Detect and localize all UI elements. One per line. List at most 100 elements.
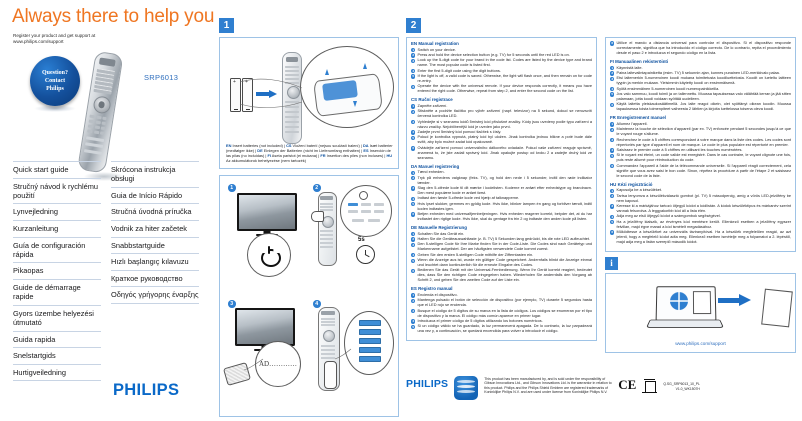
language-item: Vodnik za hiter začetek	[111, 221, 199, 238]
numeric-keys-callout	[344, 311, 394, 375]
panel-2: 2 EN Manual registration Switch on your …	[406, 18, 796, 353]
language-item: Stručná úvodná príručka	[111, 204, 199, 221]
step-item: Tryk på enhedens valgknap (feks. TV), og…	[411, 176, 592, 186]
remote-keypad-key	[87, 129, 93, 133]
language-title: Manuaalinen rekisteröinti	[615, 58, 669, 64]
step-item: Käytä laitetta yleiskaukosäätimellä. Jos…	[610, 102, 791, 112]
contact-philips-badge[interactable]: Question? Contact Philips	[30, 56, 80, 106]
cover-panel: Always there to help you Register your p…	[0, 0, 215, 421]
arrow-shaft	[718, 297, 741, 303]
step-item: Hvis lyset slukker, gemmes en gyldig kod…	[411, 202, 592, 212]
footer-philips-logo: PHILIPS	[406, 378, 449, 390]
language-title: Enregistrement manuel	[617, 115, 666, 121]
tv-stand	[263, 230, 271, 235]
device-key	[348, 210, 358, 214]
remote-keypad-key	[87, 124, 94, 128]
remote-button-row	[321, 324, 335, 326]
remote-button-row	[320, 238, 333, 240]
instructions-box-right: Utilice el mando a distancia universal p…	[605, 37, 796, 252]
caption-lang-code: FR	[320, 152, 326, 158]
step-item: Bedienen Sie das Gerät mit der Universal…	[411, 268, 592, 283]
step-item: Pokud je kontrolka vypnutá, platný kód b…	[411, 135, 592, 145]
step-item: Vyhledejte si v seznamu kódů 5místný kód…	[411, 120, 592, 130]
ce-mark-icon: CE	[618, 377, 637, 392]
language-item: Kurzanleitung	[13, 221, 101, 238]
power-bar	[267, 246, 271, 254]
remote-keypad-key	[93, 130, 99, 134]
step-item: Halten Sie die Geräteauswahltaste (z. B.…	[411, 237, 592, 242]
step-list: Allumez l'appareil. Maintenez la touche …	[610, 122, 791, 178]
remote-numeric-row	[321, 357, 335, 359]
remote-button-row	[285, 70, 299, 72]
step-item: Si un código válido se ha guardado, la l…	[411, 324, 592, 334]
caption-lang-text: Insertion des piles (non incluses) |	[325, 152, 387, 158]
language-item: Οδηγός γρήγορης έναρξης	[111, 287, 199, 304]
info-box: i w	[605, 256, 796, 353]
language-title: Registro manual	[418, 286, 453, 292]
globe-icon	[669, 291, 689, 310]
language-title: Kézi regisztráció	[617, 181, 653, 187]
step-list: Schalten Sie das Gerät ein. Halten Sie d…	[411, 232, 592, 284]
language-code: DA	[411, 163, 418, 169]
document-code-line-1: Q.SG_SRP6013_10_PL	[663, 382, 700, 386]
step-list: Tænd enheden. Tryk på enhedens valgknap …	[411, 170, 592, 222]
tv-brand-label: AD…………	[258, 360, 298, 368]
step-item: Schalten Sie das Gerät ein.	[411, 232, 592, 237]
caption-lang-code: EN	[226, 142, 232, 148]
step-item: Den 5-stelligen Code für Ihre Marke find…	[411, 242, 592, 252]
language-code: DE	[411, 225, 418, 231]
caption-lang-text: Isæt batterier (medfølger ikke) |	[226, 142, 393, 153]
remote-navigation-ring	[323, 330, 335, 342]
hand-illustration	[311, 211, 324, 222]
remote-keypad-key	[102, 116, 107, 120]
language-item: Snabbstartguide	[111, 238, 199, 255]
power-icon	[261, 246, 281, 267]
instructions-column-left: EN Manual registration Switch on your de…	[406, 37, 597, 353]
tv-screen	[239, 195, 295, 229]
language-section-hu: HU Kézi regisztráció Kapcsolja be a kész…	[610, 182, 791, 245]
remote-display	[286, 57, 298, 62]
badge-shadow	[34, 105, 76, 112]
register-text: Register your product and get support at…	[13, 33, 163, 45]
panel-1: 1	[219, 18, 399, 417]
device-key	[361, 203, 371, 207]
step-item: Maintenez la touche de sélection d'appar…	[610, 127, 791, 137]
remote-button-row	[320, 206, 333, 208]
setup-step-4: 4	[310, 297, 394, 411]
caption-lang-code: HU	[386, 152, 393, 158]
language-item: Gyors üzembe helyezési útmutató	[13, 306, 101, 332]
direction-arrow-icon	[363, 63, 367, 69]
step-item: Allumez l'appareil.	[610, 122, 791, 127]
remote-button-row	[321, 318, 335, 320]
support-url: www.philips.com/support	[675, 340, 726, 346]
language-section-cs: CS Ruční registrace Zapněte zařízení. St…	[411, 97, 592, 160]
insert-arrow-icon	[256, 90, 278, 98]
remote-shadow	[84, 172, 124, 181]
language-heading: DA Manuel registrering	[411, 164, 592, 170]
language-column-left: Quick start guide Stručný návod k rychlé…	[13, 161, 101, 382]
language-heading: FR Enregistrement manuel	[610, 115, 791, 121]
remote-button-row	[285, 116, 299, 118]
language-item: Guida rapida	[13, 332, 101, 349]
arrow-head	[739, 293, 751, 306]
philips-logo: PHILIPS	[113, 381, 180, 399]
language-code: ES	[411, 286, 417, 292]
language-section-fi: FI Manuaalinen rekisteröinti Käynnistä l…	[610, 59, 791, 112]
hand-illustration	[324, 361, 337, 389]
step-item: Utilice el mando a distancia universal p…	[610, 41, 791, 56]
caption-lang-text: Inserción de las pilas (no incluidas) |	[226, 147, 391, 158]
remote-button-row	[285, 106, 299, 108]
hold-duration-label: 5s	[358, 237, 365, 243]
step-list: Utilice el mando a distancia universal p…	[610, 41, 791, 56]
page-title: Always there to help you	[12, 6, 215, 27]
step-item: Stiskněte a podržte tlačítko pro výběr z…	[411, 109, 592, 119]
language-item: Quick start guide	[13, 161, 101, 179]
remote-button-row	[285, 131, 299, 133]
remote-button-row	[320, 242, 333, 244]
badge-line-3: Philips	[46, 86, 64, 92]
language-heading: DE Manuelle Registrierung	[411, 225, 592, 231]
language-item: Guide de démarrage rapide	[13, 280, 101, 306]
step-item: Működtesse a készüléket az univerzális t…	[610, 230, 791, 245]
batteries-illustration	[230, 78, 253, 112]
language-item: Guia de Início Rápido	[111, 188, 199, 205]
